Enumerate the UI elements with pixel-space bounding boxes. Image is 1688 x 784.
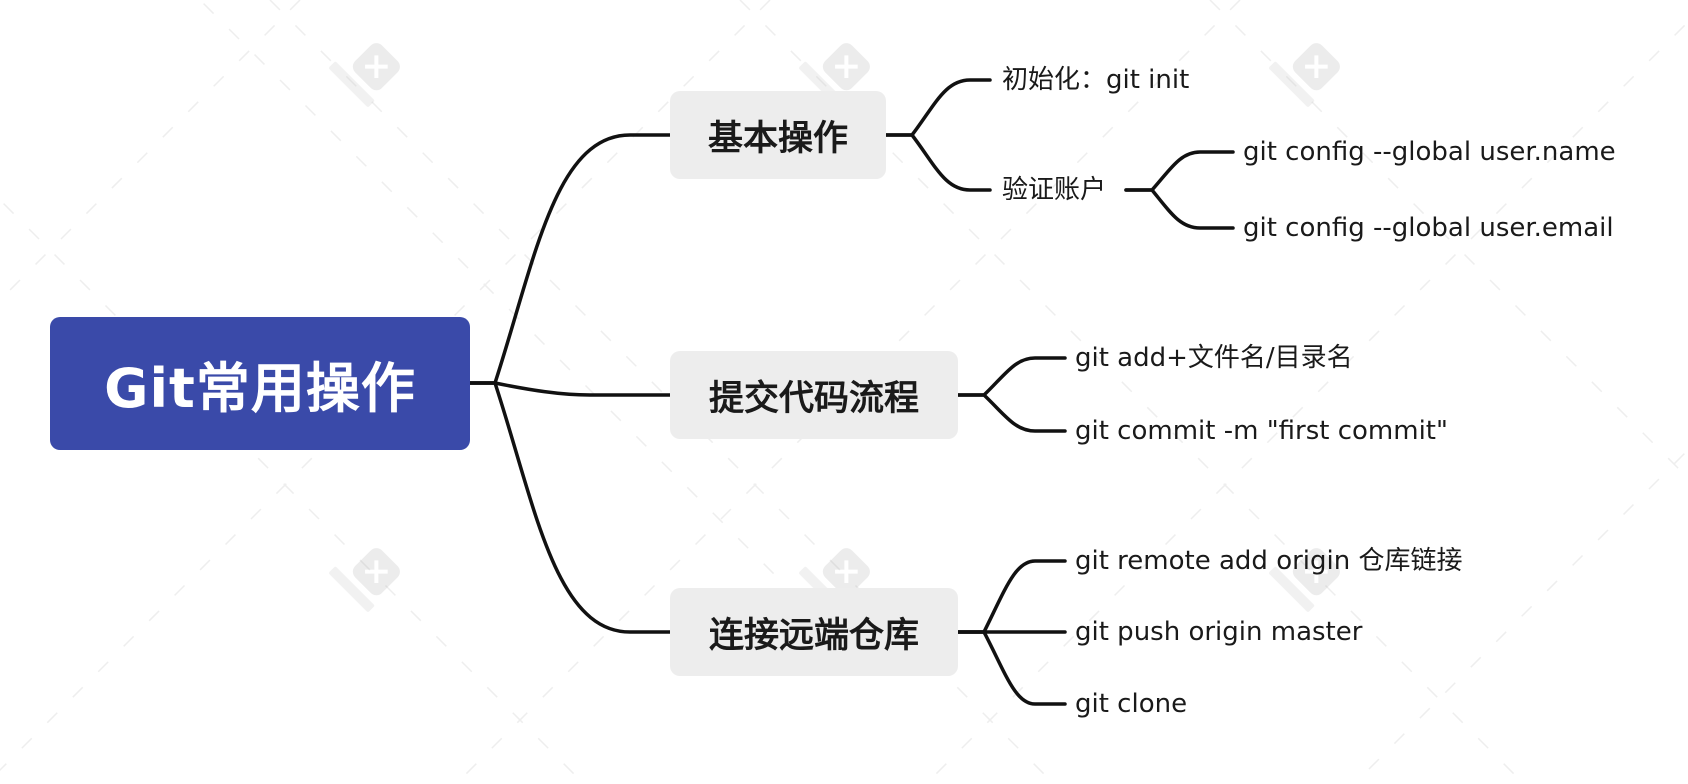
connector-commit-add [956,356,1067,397]
topic-commit-flow[interactable]: 提交代码流程 [670,351,958,439]
subtopic-config-name[interactable]: git config --global user.name [1243,130,1616,174]
topic-label: 连接远端仓库 [708,615,919,656]
connector-central-remote [468,381,672,634]
connector-remote-add [956,559,1067,634]
connector-basic-init [884,78,992,137]
subtopic-label: git config --global user.email [1243,213,1614,243]
connector-verify-name [1124,150,1235,192]
connector-verify-email [1124,188,1235,230]
topic-label: 提交代码流程 [708,378,919,419]
central-topic[interactable]: Git常用操作 [50,317,470,450]
subtopic-git-push[interactable]: git push origin master [1075,610,1362,654]
subtopic-label: git config --global user.name [1243,137,1616,167]
connector-central-commit [468,381,672,397]
subtopic-verify-account[interactable]: 验证账户 [1002,168,1106,212]
connector-remote-clone [956,630,1067,706]
subtopic-git-remote-add[interactable]: git remote add origin 仓库链接 [1075,539,1463,583]
subtopic-label: git remote add origin 仓库链接 [1075,546,1463,576]
subtopic-label: git commit -m "first commit" [1075,416,1448,446]
subtopic-init[interactable]: 初始化：git init [1002,58,1189,102]
subtopic-git-commit[interactable]: git commit -m "first commit" [1075,409,1448,453]
subtopic-label: 验证账户 [1002,175,1107,205]
subtopic-label: git push origin master [1075,617,1363,647]
subtopic-config-email[interactable]: git config --global user.email [1243,206,1614,250]
central-topic-label: Git常用操作 [104,357,416,420]
connector-central-basic [468,133,672,385]
connector-basic-verify [884,133,992,192]
subtopic-git-add[interactable]: git add+文件名/目录名 [1075,336,1353,380]
topic-connect-remote[interactable]: 连接远端仓库 [670,588,958,676]
subtopic-label: 初始化：git init [1002,65,1190,95]
connector-commit-commit [956,393,1067,433]
topic-label: 基本操作 [707,118,848,159]
topic-basic-operations[interactable]: 基本操作 [670,91,886,179]
subtopic-label: git clone [1075,689,1188,719]
subtopic-git-clone[interactable]: git clone [1075,682,1187,726]
subtopic-label: git add+文件名/目录名 [1075,343,1353,373]
